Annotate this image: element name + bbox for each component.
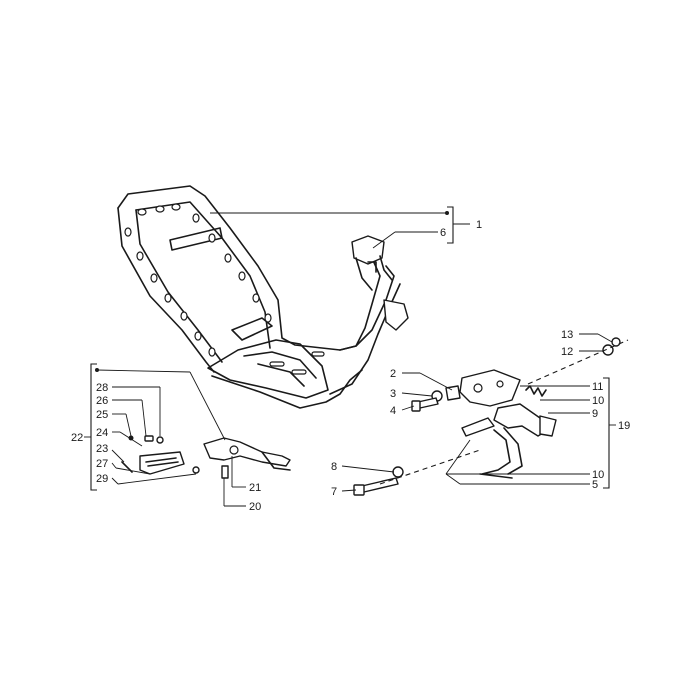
callout-29: 29: [96, 473, 108, 485]
callout-21: 21: [249, 482, 261, 494]
callout-27: 27: [96, 458, 108, 470]
callout-8: 8: [331, 461, 337, 473]
callout-10-upper: 10: [592, 395, 604, 407]
callout-4: 4: [390, 405, 396, 417]
callout-26: 26: [96, 395, 108, 407]
callout-3: 3: [390, 388, 396, 400]
callout-7: 7: [331, 486, 337, 498]
callout-19: 19: [618, 420, 630, 432]
callout-5: 5: [592, 479, 598, 491]
callout-2: 2: [390, 368, 396, 380]
frame-part: [117, 185, 409, 409]
callout-23: 23: [96, 443, 108, 455]
callout-6: 6: [440, 227, 446, 239]
callout-12: 12: [561, 346, 573, 358]
callout-13: 13: [561, 329, 573, 341]
callout-9: 9: [592, 408, 598, 420]
center-stand-part: [353, 337, 629, 496]
callout-20: 20: [249, 501, 261, 513]
leader-lines: [84, 206, 616, 507]
callout-25: 25: [96, 409, 108, 421]
callout-1: 1: [476, 219, 482, 231]
callout-10-lower: 10: [592, 469, 604, 481]
callout-11: 11: [592, 381, 603, 393]
callout-24: 24: [96, 427, 108, 439]
callout-22: 22: [71, 432, 83, 444]
brake-pedal-part: [121, 435, 291, 479]
callout-28: 28: [96, 382, 108, 394]
callout-labels: 1 2 3 4 5 6 7 8 9 10 10 11 12 13 19 20 2…: [71, 219, 630, 513]
